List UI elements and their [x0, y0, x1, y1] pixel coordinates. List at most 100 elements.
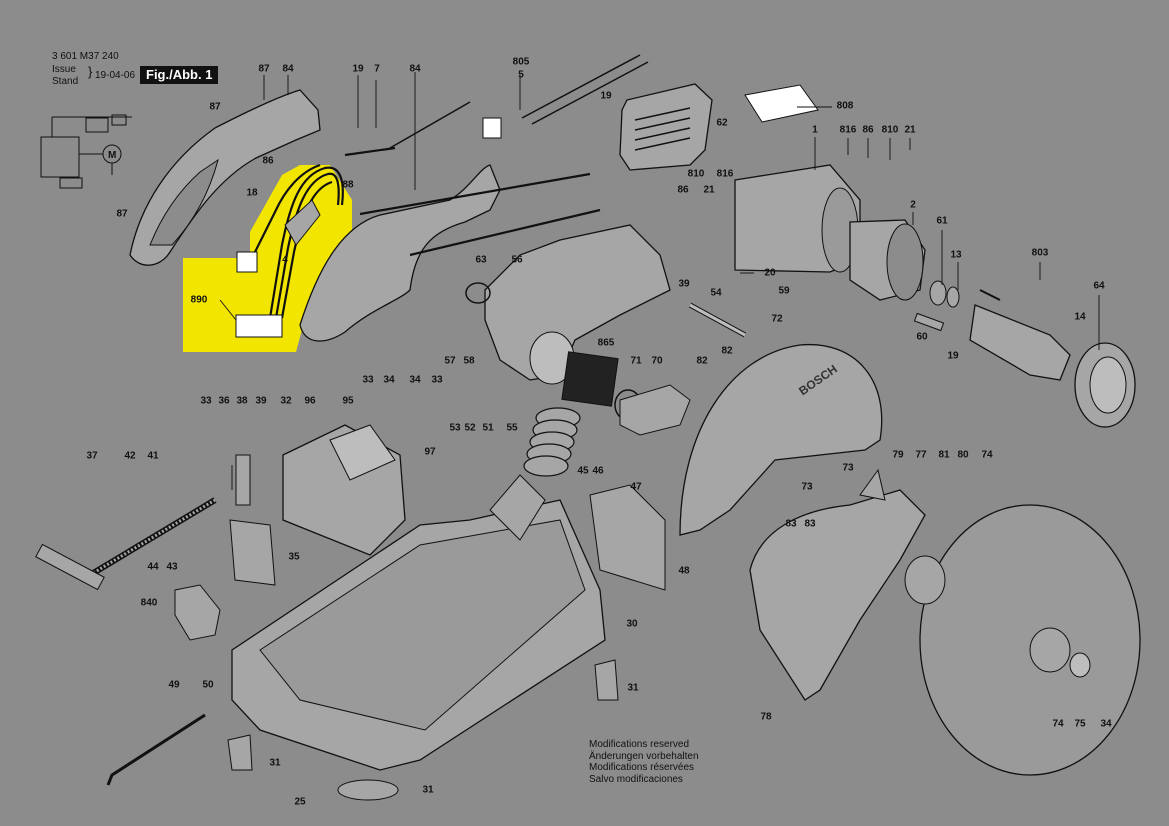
- part-number-label: 57: [444, 355, 456, 367]
- part-number-label: 4: [282, 254, 288, 266]
- document-number: 3 601 M37 240: [52, 51, 119, 62]
- part-number-label: 50: [202, 679, 214, 691]
- issue-label: Issue: [52, 64, 76, 75]
- part-number-label: 53: [449, 422, 461, 434]
- figure-label: Fig./Abb. 1: [140, 66, 219, 84]
- part-number-label: 80: [957, 449, 969, 461]
- part-number-label: 37: [86, 450, 98, 462]
- dust-hose-shape: [523, 407, 581, 477]
- part-number-label: 96: [304, 395, 316, 407]
- part-number-label: 890: [190, 294, 208, 306]
- part-number-label: 54: [710, 287, 722, 299]
- filter-block: [235, 314, 283, 338]
- part-number-label: 41: [147, 450, 159, 462]
- gear-housing-shape: [484, 224, 671, 381]
- cutoff-wheel: [919, 504, 1141, 776]
- part-number-label: 74: [1052, 718, 1064, 730]
- svg-text:M: M: [108, 150, 116, 161]
- note-line: Modifications reserved: [589, 739, 690, 750]
- part-number-label: 87: [258, 63, 270, 75]
- blade-guard-shape: [679, 343, 883, 536]
- part-number-label: 95: [342, 395, 354, 407]
- part-number-label: 21: [703, 184, 715, 196]
- part-number-label: 38: [236, 395, 248, 407]
- part-number-label: 64: [1093, 280, 1105, 292]
- part-number-label: 34: [383, 374, 395, 386]
- armature-shape: [969, 304, 1071, 381]
- part-number-label: 7: [374, 63, 380, 75]
- part-number-label: 46: [592, 465, 604, 477]
- note-line: Modifications réservées: [589, 762, 695, 773]
- part-number-label: 55: [506, 422, 518, 434]
- part-number-label: 33: [431, 374, 443, 386]
- part-number-label: 47: [630, 481, 642, 493]
- part-number-label: 19: [600, 90, 612, 102]
- part-number-label: 803: [1031, 247, 1049, 259]
- part-number-label: 19: [352, 63, 364, 75]
- part-number-label: 43: [166, 561, 178, 573]
- hex-key: [106, 713, 206, 786]
- part-number-label: 73: [801, 481, 813, 493]
- part-number-label: 32: [280, 395, 292, 407]
- part-number-label: 33: [200, 395, 212, 407]
- part-number-label: 74: [981, 449, 993, 461]
- part-number-label: 63: [475, 254, 487, 266]
- part-number-label: 36: [218, 395, 230, 407]
- part-number-label: 62: [716, 117, 728, 129]
- part-number-label: 20: [764, 267, 776, 279]
- part-number-label: 2: [910, 199, 916, 211]
- part-number-label: 61: [936, 215, 948, 227]
- part-number-label: 52: [464, 422, 476, 434]
- part-number-label: 84: [409, 63, 421, 75]
- part-number-label: 58: [463, 355, 475, 367]
- part-number-label: 83: [785, 518, 797, 530]
- part-number-label: 48: [678, 565, 690, 577]
- part-number-label: 56: [511, 254, 523, 266]
- part-number-label: 805: [512, 56, 530, 68]
- part-number-label: 31: [627, 682, 639, 694]
- part-number-label: 86: [862, 124, 874, 136]
- part-number-label: 79: [892, 449, 904, 461]
- issue-date: 19-04-06: [95, 70, 136, 81]
- part-number-label: 72: [771, 313, 783, 325]
- part-number-label: 34: [1100, 718, 1112, 730]
- part-number-label: 75: [1074, 718, 1086, 730]
- part-number-label: 45: [577, 465, 589, 477]
- fan-cover-shape: [619, 83, 713, 171]
- part-number-label: 60: [916, 331, 928, 343]
- part-number-label: 42: [124, 450, 136, 462]
- lower-guard-shape: [749, 489, 926, 701]
- part-number-label: 82: [721, 345, 733, 357]
- part-number-label: 19: [947, 350, 959, 362]
- part-number-label: 87: [209, 101, 221, 113]
- part-number-label: 73: [842, 462, 854, 474]
- part-number-label: 39: [678, 278, 690, 290]
- part-number-label: 44: [147, 561, 159, 573]
- part-number-label: 81: [938, 449, 950, 461]
- part-number-label: 49: [168, 679, 180, 691]
- part-number-label: 840: [140, 597, 158, 609]
- part-number-label: 39: [255, 395, 267, 407]
- part-number-label: 21: [904, 124, 916, 136]
- part-number-label: 59: [778, 285, 790, 297]
- part-number-label: 97: [424, 446, 436, 458]
- filter-pad-shape: [561, 351, 619, 407]
- part-number-label: 810: [881, 124, 899, 136]
- part-number-label: 865: [597, 337, 615, 349]
- leader-lines: [219, 72, 1100, 490]
- part-number-label: 810: [687, 168, 705, 180]
- modification-notes: Modifications reserved Änderungen vorbeh…: [589, 739, 699, 785]
- part-number-label: 86: [262, 155, 274, 167]
- part-number-label: 33: [362, 374, 374, 386]
- part-number-label: 18: [246, 187, 258, 199]
- part-number-label: 35: [288, 551, 300, 563]
- part-number-label: 86: [677, 184, 689, 196]
- part-number-label: 5: [518, 69, 524, 81]
- brace-glyph: }: [88, 64, 93, 79]
- part-number-label: 31: [422, 784, 434, 796]
- part-number-label: 14: [1074, 311, 1086, 323]
- part-number-label: 78: [760, 711, 772, 723]
- part-number-label: 82: [696, 355, 708, 367]
